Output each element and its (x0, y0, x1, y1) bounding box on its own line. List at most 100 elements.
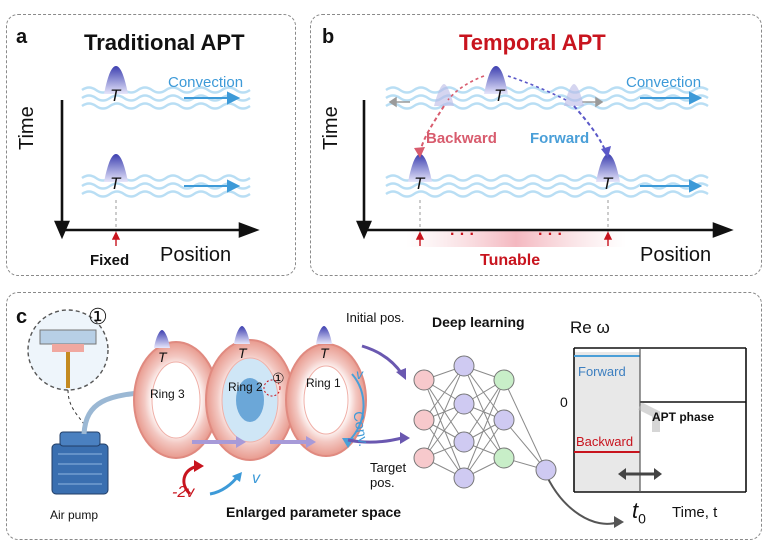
nn-edge (463, 379, 505, 443)
plot-zero-label: 0 (560, 394, 568, 410)
t-label-a-top: T (110, 86, 121, 105)
panel-c (6, 292, 762, 540)
conv-arrow (347, 373, 365, 443)
t-ring1: T (320, 345, 329, 361)
convection-arrow-top (184, 91, 241, 105)
initial-pos-arrow (361, 344, 404, 375)
nn-node (413, 409, 435, 431)
t0-main: t (632, 498, 639, 523)
nn-edge (423, 379, 465, 479)
air-pump-label: Air pump (50, 508, 99, 522)
panel-b-diagram (356, 66, 734, 247)
convection-arrow-top-b (640, 91, 703, 105)
t-label-a-bottom: T (110, 174, 121, 193)
apt-phase-label: APT phase (652, 410, 715, 424)
nn-node (413, 447, 435, 469)
ring1-label: Ring 1 (306, 376, 341, 390)
nn-node (535, 459, 557, 481)
enlarged-parameter-space-label: Enlarged parameter space (226, 504, 402, 520)
panel-b-title: Temporal APT (459, 30, 606, 55)
position-axis (62, 222, 260, 238)
nn-node (493, 447, 515, 469)
nn-edge (463, 379, 505, 479)
nn-node (453, 355, 475, 377)
nn-node (453, 467, 475, 489)
t0-label: t0 (632, 498, 646, 526)
nn-edge (503, 419, 547, 471)
time-axis (54, 100, 70, 240)
ring3-label: Ring 3 (150, 387, 185, 401)
nn-edge (423, 365, 465, 459)
re-omega-plot (573, 347, 747, 493)
time-axis-label-b: Time (320, 106, 342, 150)
tunable-label: Tunable (480, 252, 541, 269)
convection-label-b: Convection (626, 74, 702, 91)
nn-edge (463, 365, 505, 421)
air-pump-icon (51, 431, 109, 495)
initial-pos-label: Initial pos. (346, 310, 405, 325)
ring2-label: Ring 2 (228, 380, 263, 394)
fixed-arrow (111, 231, 121, 246)
t-ring3: T (158, 349, 167, 365)
plot-xlabel: Time, t (672, 504, 718, 521)
v-bottom-label: v (252, 470, 260, 487)
nn-edge (463, 419, 505, 479)
nn-node (413, 369, 435, 391)
nn-node (453, 431, 475, 453)
temperature-peak-right (596, 154, 620, 182)
faded-peak-right (564, 84, 584, 106)
t-label-b-left: T (414, 174, 425, 193)
panel-a-label: a (16, 26, 28, 48)
small-gray-arrows (388, 96, 604, 108)
convection-arrow-bottom-b (640, 179, 703, 193)
nn-node (493, 369, 515, 391)
nn-edge (503, 379, 547, 471)
forward-label-b: Forward (530, 130, 590, 147)
neural-network (423, 365, 547, 479)
temperature-peak-top-b (484, 66, 508, 94)
temperature-peak-bottom (104, 154, 128, 182)
panel-a-title: Traditional APT (84, 30, 245, 55)
nn-edge (423, 403, 465, 459)
panel-a (6, 14, 296, 276)
dots-right: · · · (538, 226, 563, 243)
plot-ylabel: Re ω (570, 318, 610, 337)
t-label-b-top: T (494, 86, 505, 105)
temperature-peak-left (408, 154, 432, 182)
circled-one-label: ① (88, 304, 108, 329)
forward-arrow (573, 105, 607, 153)
t-label-b-right: T (602, 174, 613, 193)
panel-c-illustration (27, 309, 747, 528)
ring-2 (205, 339, 295, 461)
target-pos-arrow (347, 436, 403, 444)
fixed-label: Fixed (90, 252, 130, 269)
nn-edge (423, 419, 465, 479)
position-axis-label-b: Position (640, 244, 712, 266)
panel-b-label: b (322, 26, 335, 48)
deep-learning-label: Deep learning (432, 314, 525, 330)
tunable-band (406, 231, 626, 247)
nn-edge (423, 365, 465, 421)
panel-a-diagram (54, 66, 260, 246)
target-pos-label: Target pos. (370, 460, 407, 490)
convection-label-a: Convection (168, 74, 244, 91)
t0-sub: 0 (638, 510, 646, 527)
backward-label-b: Backward (426, 130, 497, 147)
position-axis-b (364, 222, 734, 238)
v-label: v (356, 366, 363, 382)
nn-node (493, 409, 515, 431)
nn-node (453, 393, 475, 415)
plot-forward-label: Forward (578, 364, 626, 379)
panel-c-label: c (16, 306, 28, 328)
position-axis-label-a: Position (160, 244, 232, 266)
panel-b (310, 14, 762, 276)
dots-left: · · · (450, 226, 475, 243)
time-axis-b (356, 100, 372, 240)
faded-peak-left (434, 84, 454, 106)
time-axis-label-a: Time (16, 106, 38, 150)
t0-marker (618, 468, 662, 480)
minus-2v-label: -2v (172, 484, 195, 501)
plot-backward-label: Backward (576, 434, 634, 449)
temperature-peak-top (104, 66, 128, 94)
ring-1 (285, 343, 367, 457)
